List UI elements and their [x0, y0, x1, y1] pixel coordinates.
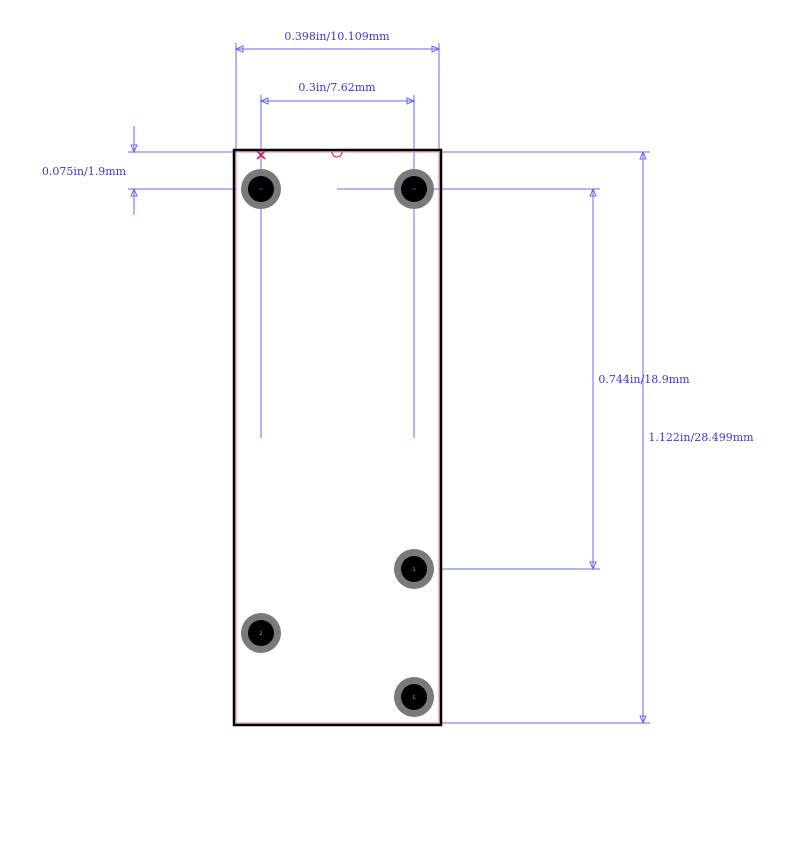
overall-width-dimension: 0.398in/10.109mm	[234, 30, 441, 150]
overall-width-label: 0.398in/10.109mm	[284, 30, 390, 43]
pad	[394, 169, 434, 209]
overall-height-dimension: 1.122in/28.499mm	[441, 150, 754, 725]
pad: C	[394, 677, 434, 717]
pad-label: 1	[413, 567, 416, 572]
pad: 2	[241, 613, 281, 653]
pad-label: C	[413, 695, 416, 700]
pin-span-label: 0.744in/18.9mm	[598, 373, 690, 386]
pad	[241, 169, 281, 209]
top-offset-dimension: 0.075in/1.9mm	[42, 126, 236, 215]
pad-label: 2	[260, 631, 263, 636]
overall-height-label: 1.122in/28.499mm	[648, 431, 754, 444]
pin-span-dimension: 0.744in/18.9mm	[337, 187, 690, 571]
top-offset-label: 0.075in/1.9mm	[42, 165, 127, 178]
pin1-notch	[331, 151, 343, 158]
pin-pitch-dimension: 0.3in/7.62mm	[259, 81, 416, 438]
pin1-marker-icon	[256, 150, 266, 160]
pad: 1	[394, 549, 434, 589]
component-outline	[232, 148, 443, 727]
pin-pitch-label: 0.3in/7.62mm	[298, 81, 376, 94]
